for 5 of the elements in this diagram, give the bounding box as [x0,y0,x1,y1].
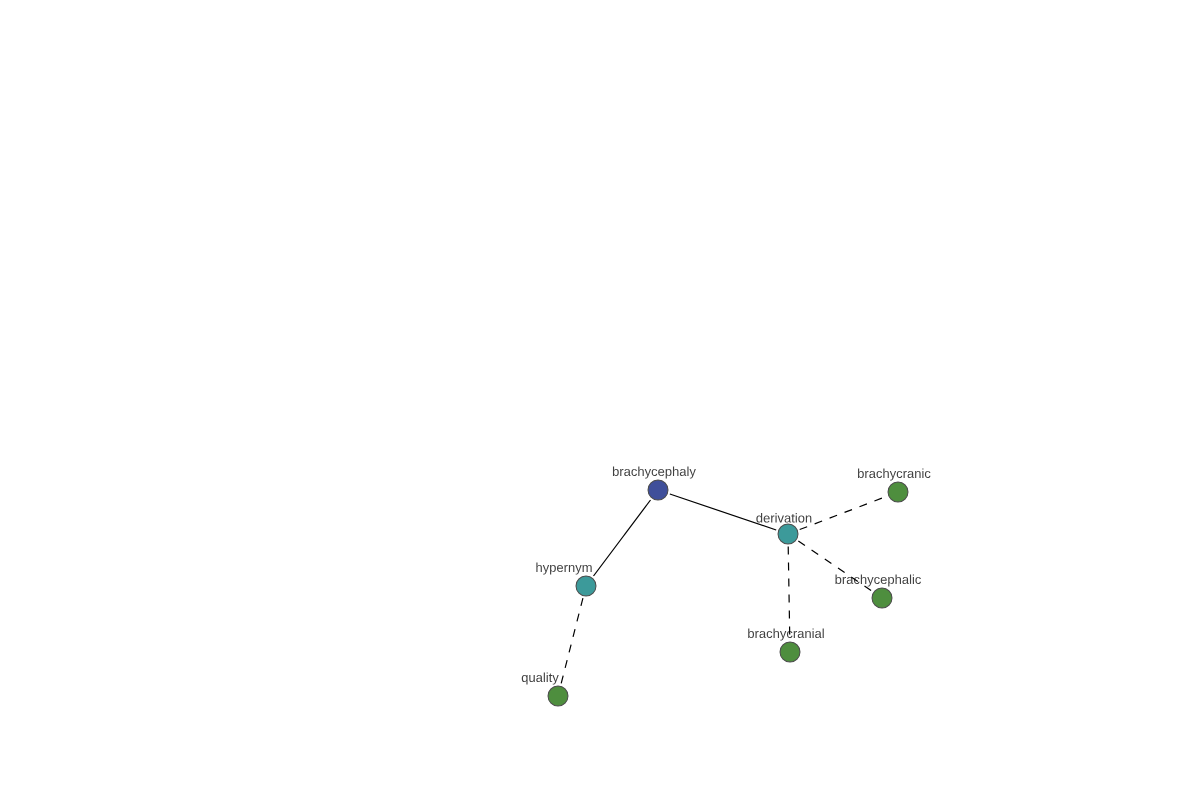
connector-line [560,597,584,685]
connector-line [592,499,652,577]
connector-line [797,540,873,592]
connector-line [669,493,777,531]
connector-line [799,495,887,531]
